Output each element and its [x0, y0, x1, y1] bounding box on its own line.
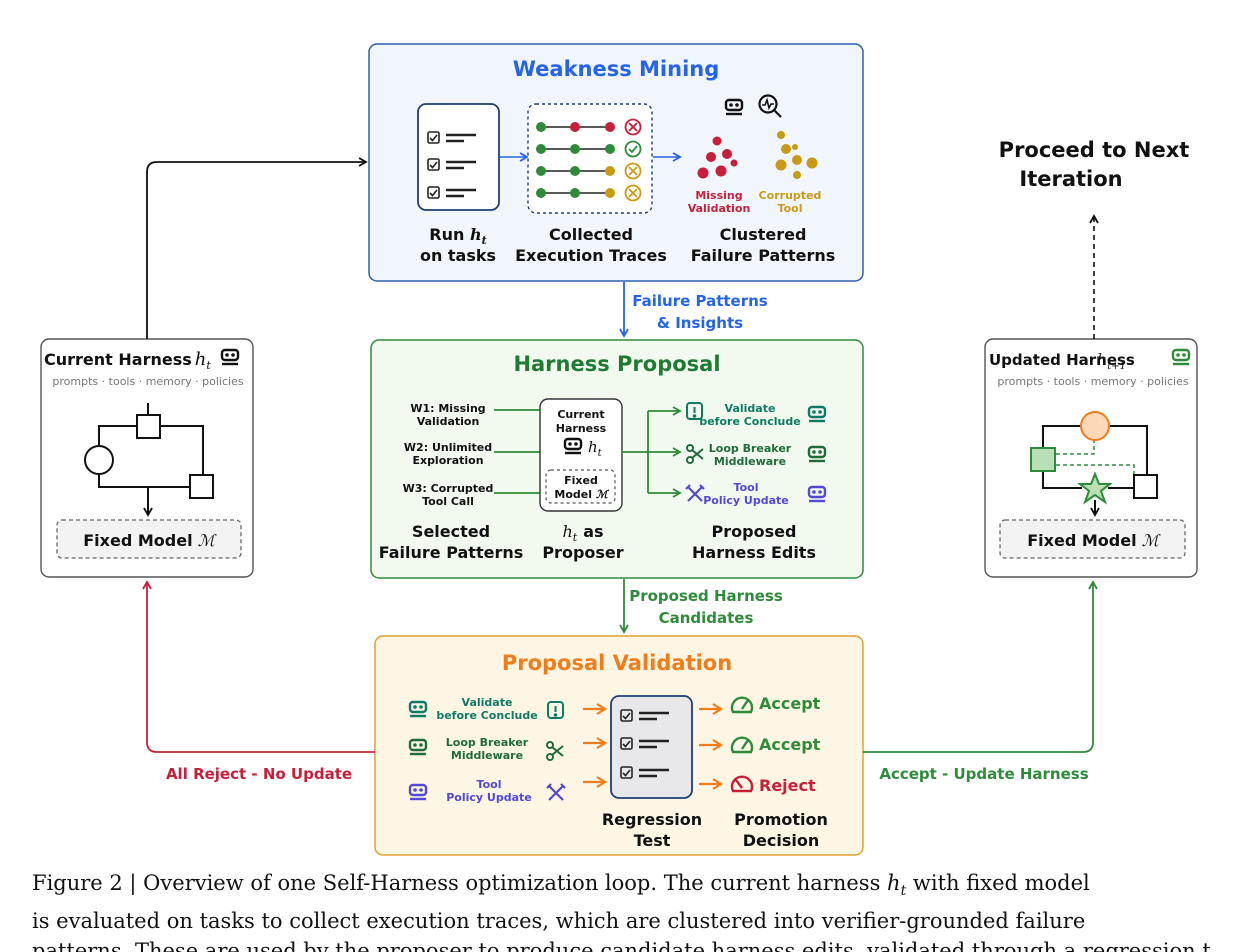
weakness-mining-title: Weakness Mining [513, 57, 720, 81]
current-harness-subtitle: prompts · tools · memory · policies [52, 375, 243, 388]
arrow-current-to-mining [146, 157, 368, 339]
failure-patterns-label-1: Failure Patterns [632, 292, 768, 310]
scissors-icon [686, 444, 704, 464]
clusters-label-2: Failure Patterns [691, 246, 836, 265]
arrow-all-reject [142, 580, 375, 753]
current-fixed-model: Fixed Model ℳ [83, 531, 217, 550]
cand2-label-2: Middleware [451, 749, 523, 762]
harness-proposal-panel: Harness Proposal W1: Missing Validation … [370, 339, 864, 579]
decision-2: Accept [759, 735, 821, 754]
edit1-label-1: Validate [725, 402, 776, 415]
selected-label-2: Failure Patterns [379, 543, 524, 562]
tools-icon [685, 484, 705, 502]
candidates-label-2: Candidates [659, 609, 754, 627]
caption-line-1: Figure 2 | Overview of one Self-Harness … [32, 871, 1090, 900]
proposer-math: ht [588, 438, 603, 459]
alert-icon [686, 402, 703, 420]
edit1-label-2: before Conclude [699, 415, 800, 428]
regression-label-2: Test [634, 831, 671, 850]
updated-harness-panel: Updated Harnessht+1 prompts · tools · me… [984, 338, 1198, 578]
analyze-magnifier-icon [758, 94, 782, 118]
execution-traces-icon [527, 103, 653, 214]
caption-line-2: is evaluated on tasks to collect executi… [32, 909, 1086, 934]
run-label: Run ht [429, 225, 486, 247]
cluster-a-label-2: Validation [688, 202, 751, 215]
caption-line-3: patterns. These are used by the proposer… [32, 939, 1210, 952]
cluster-a-label-1: Missing [695, 189, 742, 202]
run-label-2: on tasks [420, 246, 496, 265]
all-reject-label: All Reject - No Update [166, 765, 352, 783]
cand2-label-1: Loop Breaker [446, 736, 529, 749]
w1-label-2: Validation [417, 415, 480, 428]
traces-label-2: Execution Traces [515, 246, 667, 265]
updated-harness-graph [1030, 411, 1158, 517]
cand3-label-1: Tool [477, 778, 502, 791]
harness-proposal-title: Harness Proposal [513, 352, 720, 376]
accept-update-label: Accept - Update Harness [879, 765, 1088, 783]
traces-label-1: Collected [549, 225, 633, 244]
updated-harness-subtitle: prompts · tools · memory · policies [997, 375, 1188, 388]
figure-caption: Figure 2 | Overview of one Self-Harness … [32, 868, 1210, 952]
edits-label-1: Proposed [712, 522, 797, 541]
diagram: Weakness Mining Run ht on tasks [40, 43, 1198, 856]
cand1-label-2: before Conclude [436, 709, 537, 722]
cluster-corrupted-tool [775, 131, 818, 179]
clusters-label-1: Clustered [720, 225, 807, 244]
cluster-missing-validation [697, 136, 738, 179]
harness-graph [84, 403, 214, 517]
w3-label-2: Tool Call [422, 495, 474, 508]
failure-patterns-label-2: & Insights [657, 314, 743, 332]
cand1-alert-icon [547, 701, 564, 719]
proposer-label-1: Current [557, 408, 604, 421]
promotion-label-1: Promotion [734, 810, 828, 829]
proposer-fixed-1: Fixed [564, 474, 598, 487]
regression-label-1: Regression [602, 810, 702, 829]
edit2-label-2: Middleware [714, 455, 786, 468]
decision-1: Accept [759, 694, 821, 713]
arrow-accept-update [863, 580, 1098, 753]
regression-test-icon [610, 695, 693, 799]
edit3-label-2: Policy Update [703, 494, 789, 507]
selected-label-1: Selected [412, 522, 490, 541]
edit2-label-1: Loop Breaker [709, 442, 792, 455]
updated-fixed-model: Fixed Model ℳ [1027, 531, 1161, 550]
weakness-mining-panel: Weakness Mining Run ht on tasks [368, 43, 864, 282]
edits-label-2: Harness Edits [692, 543, 816, 562]
proposal-validation-panel: Proposal Validation Validate before Conc… [374, 635, 864, 856]
w1-label-1: W1: Missing [410, 402, 485, 415]
updated-harness-title: Updated Harnessht+1 [989, 350, 1135, 372]
proposer-label-2: Harness [556, 422, 607, 435]
proposer-box: Current Harness ht Fixed Model ℳ [539, 398, 623, 512]
candidates-label-1: Proposed Harness [629, 587, 783, 605]
decision-3: Reject [759, 776, 816, 795]
as-proposer-label-2: Proposer [542, 543, 623, 562]
cluster-b-label-1: Corrupted [759, 189, 822, 202]
w2-label-2: Exploration [412, 454, 483, 467]
proposer-fixed-2: Model ℳ [554, 488, 609, 501]
w3-label-1: W3: Corrupted [403, 482, 494, 495]
cluster-b-label-2: Tool [778, 202, 803, 215]
accept1-gauge-icon [730, 696, 754, 714]
cand3-label-2: Policy Update [446, 791, 532, 804]
edit3-label-1: Tool [734, 481, 759, 494]
proposal-validation-title: Proposal Validation [502, 651, 732, 675]
cand1-label-1: Validate [462, 696, 513, 709]
cand2-scissors-icon [546, 741, 564, 761]
task-list-icon [417, 103, 500, 211]
cand3-tools-icon [546, 783, 566, 801]
accept2-gauge-icon [730, 736, 754, 754]
w2-label-1: W2: Unlimited [404, 441, 492, 454]
reject-gauge-icon [730, 775, 754, 793]
next-iteration-2: Iteration [1019, 167, 1122, 191]
promotion-label-2: Decision [743, 831, 820, 850]
next-iteration-1: Proceed to Next [999, 138, 1190, 162]
